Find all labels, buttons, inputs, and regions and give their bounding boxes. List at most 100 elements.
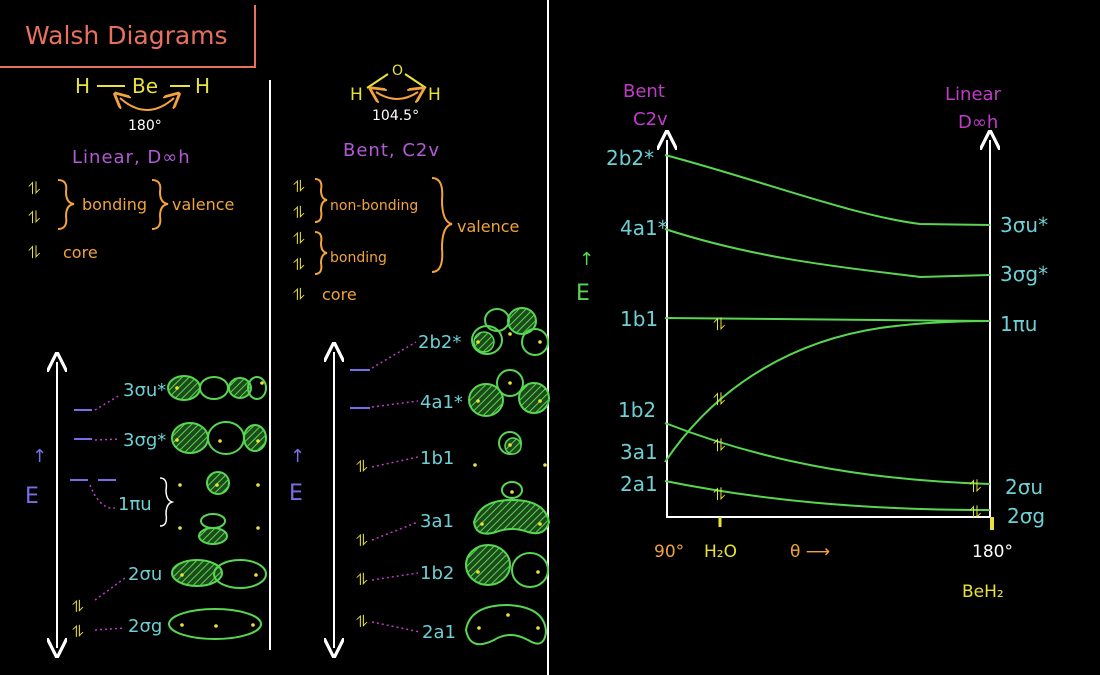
beh2-pair-1: ⥮	[28, 179, 40, 199]
beh2-h-right: H	[195, 74, 210, 98]
h2o-o: O	[392, 63, 403, 79]
walsh-right-2su: 2σu	[1005, 475, 1043, 499]
beh2-2sg-orbital-drawing	[168, 608, 262, 640]
beh2-bonding-label: bonding	[82, 195, 147, 214]
walsh-left-4a1: 4a1*	[620, 216, 668, 240]
h2o-h-right: H	[428, 85, 441, 105]
title-box: Walsh Diagrams	[0, 5, 256, 68]
h2o-3a1-orbital-drawing	[472, 481, 551, 535]
h2o-1b1-orbital-drawing	[498, 431, 522, 455]
beh2-orbital-2sg: 2σg	[128, 616, 162, 637]
h2o-orbital-2a1: 2a1	[422, 622, 456, 643]
h2o-2a1-orbital-drawing	[464, 603, 548, 646]
beh2-molecule: H Be H 180° Linear, D∞h	[72, 74, 210, 168]
curve-1b2-2su	[664, 422, 991, 485]
walsh-x-h2o: H₂O	[704, 542, 737, 562]
h2o-orbital-2b2: 2b2*	[418, 332, 461, 353]
h2o-4a1-orbital-drawing	[468, 369, 550, 417]
walsh-pair-2su: ⥮	[969, 477, 981, 497]
h2o-energy-arrow-icon: ↑	[290, 446, 305, 467]
curve-2a1-2sg	[664, 480, 991, 511]
beh2-symmetry: Linear, D∞h	[72, 147, 191, 168]
h2o-pair-3: ⥮	[293, 229, 305, 248]
h2o-pair-5: ⥮	[293, 285, 305, 304]
h2o-core-label: core	[322, 285, 357, 304]
h2o-energy-axis: E	[289, 481, 303, 506]
beh2-pair-2sg: ⥮	[72, 622, 84, 641]
beh2-3su-orbital-drawing	[167, 375, 267, 401]
h2o-electron-summary: ⥮ ⥮ ⥮ ⥮ ⥮ non-bonding bonding valence co…	[293, 177, 519, 304]
beh2-orbital-2su: 2σu	[128, 564, 162, 585]
walsh-left-sub: C2v	[633, 109, 668, 130]
walsh-pair-2a1: ⥮	[713, 485, 725, 505]
h2o-molecule: O H H 104.5° Bent, C2v	[343, 63, 441, 161]
walsh-right-sub: D∞h	[958, 112, 998, 133]
h2o-pair-1b1: ⥮	[356, 457, 368, 476]
walsh-x-beh2: BeH₂	[962, 582, 1004, 602]
beh2-mo-diagram: ↑ E ⥮ ⥮ 3σu* 3σg* 1πu 2σu 2σg	[25, 362, 267, 648]
h2o-pair-3a1: ⥮	[356, 531, 368, 550]
h2o-symmetry: Bent, C2v	[343, 140, 440, 161]
walsh-right-3sg: 3σg*	[1000, 262, 1048, 286]
h2o-pair-1b2: ⥮	[356, 570, 368, 589]
beh2-energy-arrow-icon: ↑	[32, 446, 47, 467]
walsh-pair-3a1: ⥮	[713, 390, 725, 410]
walsh-pair-1b1: ⥮	[713, 315, 725, 335]
h2o-h-left: H	[350, 85, 363, 105]
h2o-orbital-3a1: 3a1	[420, 511, 454, 532]
walsh-right-3su: 3σu*	[1000, 213, 1048, 237]
beh2-orbital-3su: 3σu*	[123, 380, 166, 401]
walsh-left-2a1: 2a1	[620, 472, 658, 496]
h2o-angle: 104.5°	[372, 108, 419, 124]
curve-2b2-3su	[664, 154, 991, 226]
walsh-left-1b1: 1b1	[620, 307, 658, 331]
h2o-mo-diagram: ↑ E ⥮ ⥮ ⥮ ⥮ 2b2* 4a1* 1b1 3a1 1b2 2a1	[289, 307, 551, 648]
beh2-core-label: core	[63, 243, 98, 262]
curve-1b1-1pu	[664, 317, 991, 322]
h2o-pair-4: ⥮	[293, 255, 305, 274]
beh2-angle: 180°	[128, 118, 162, 134]
beh2-electron-summary: ⥮ ⥮ ⥮ bonding valence core	[28, 179, 234, 263]
walsh-pair-2sg: ⥮	[969, 503, 981, 523]
h2o-2b2-orbital-drawing	[471, 307, 549, 356]
beh2-valence-label: valence	[172, 195, 234, 214]
beh2-pair-3: ⥮	[28, 243, 40, 263]
walsh-correlation-chart: Bent C2v Linear D∞h ↑ E 2b2* 4a1* 1b1 1b…	[576, 81, 1048, 602]
walsh-left-3a1: 3a1	[620, 440, 658, 464]
beh2-orbital-1pu: 1πu	[118, 494, 152, 515]
walsh-x-180: 180°	[972, 542, 1013, 562]
beh2-orbital-3sg: 3σg*	[123, 430, 166, 451]
beh2-2su-orbital-drawing	[171, 559, 267, 589]
walsh-energy-axis: E	[576, 281, 590, 306]
walsh-left-1b2: 1b2	[618, 398, 656, 422]
h2o-pair-1: ⥮	[293, 177, 305, 196]
h2o-pair-2a1: ⥮	[356, 612, 368, 631]
h2o-orbital-4a1: 4a1*	[420, 392, 463, 413]
h2o-pair-2: ⥮	[293, 203, 305, 222]
beh2-pair-2: ⥮	[28, 208, 40, 228]
curve-4a1-3sg	[664, 228, 991, 279]
curve-3a1-1pu	[664, 320, 991, 463]
beh2-1pu-orbital-drawing	[198, 471, 230, 545]
walsh-right-1pu: 1πu	[1000, 312, 1037, 336]
h2o-nonbonding-label: non-bonding	[330, 198, 418, 214]
walsh-pair-1b2: ⥮	[713, 436, 725, 456]
walsh-energy-arrow-icon: ↑	[579, 249, 594, 270]
walsh-left-2b2: 2b2*	[606, 146, 654, 170]
walsh-x-90: 90°	[654, 542, 684, 562]
h2o-valence-label: valence	[457, 217, 519, 236]
h2o-bonding-label: bonding	[330, 250, 387, 266]
h2o-orbital-1b2: 1b2	[420, 563, 454, 584]
h2o-1b2-orbital-drawing	[465, 544, 549, 588]
walsh-x-theta: θ ⟶	[790, 542, 830, 562]
walsh-right-title: Linear	[945, 84, 1002, 105]
beh2-energy-axis: E	[25, 484, 39, 509]
walsh-left-title: Bent	[623, 81, 665, 102]
beh2-be: Be	[132, 74, 158, 98]
page-title: Walsh Diagrams	[25, 21, 228, 50]
walsh-right-2sg: 2σg	[1007, 504, 1045, 528]
h2o-orbital-1b1: 1b1	[420, 448, 454, 469]
beh2-3sg-orbital-drawing	[171, 421, 267, 455]
beh2-h-left: H	[75, 74, 90, 98]
